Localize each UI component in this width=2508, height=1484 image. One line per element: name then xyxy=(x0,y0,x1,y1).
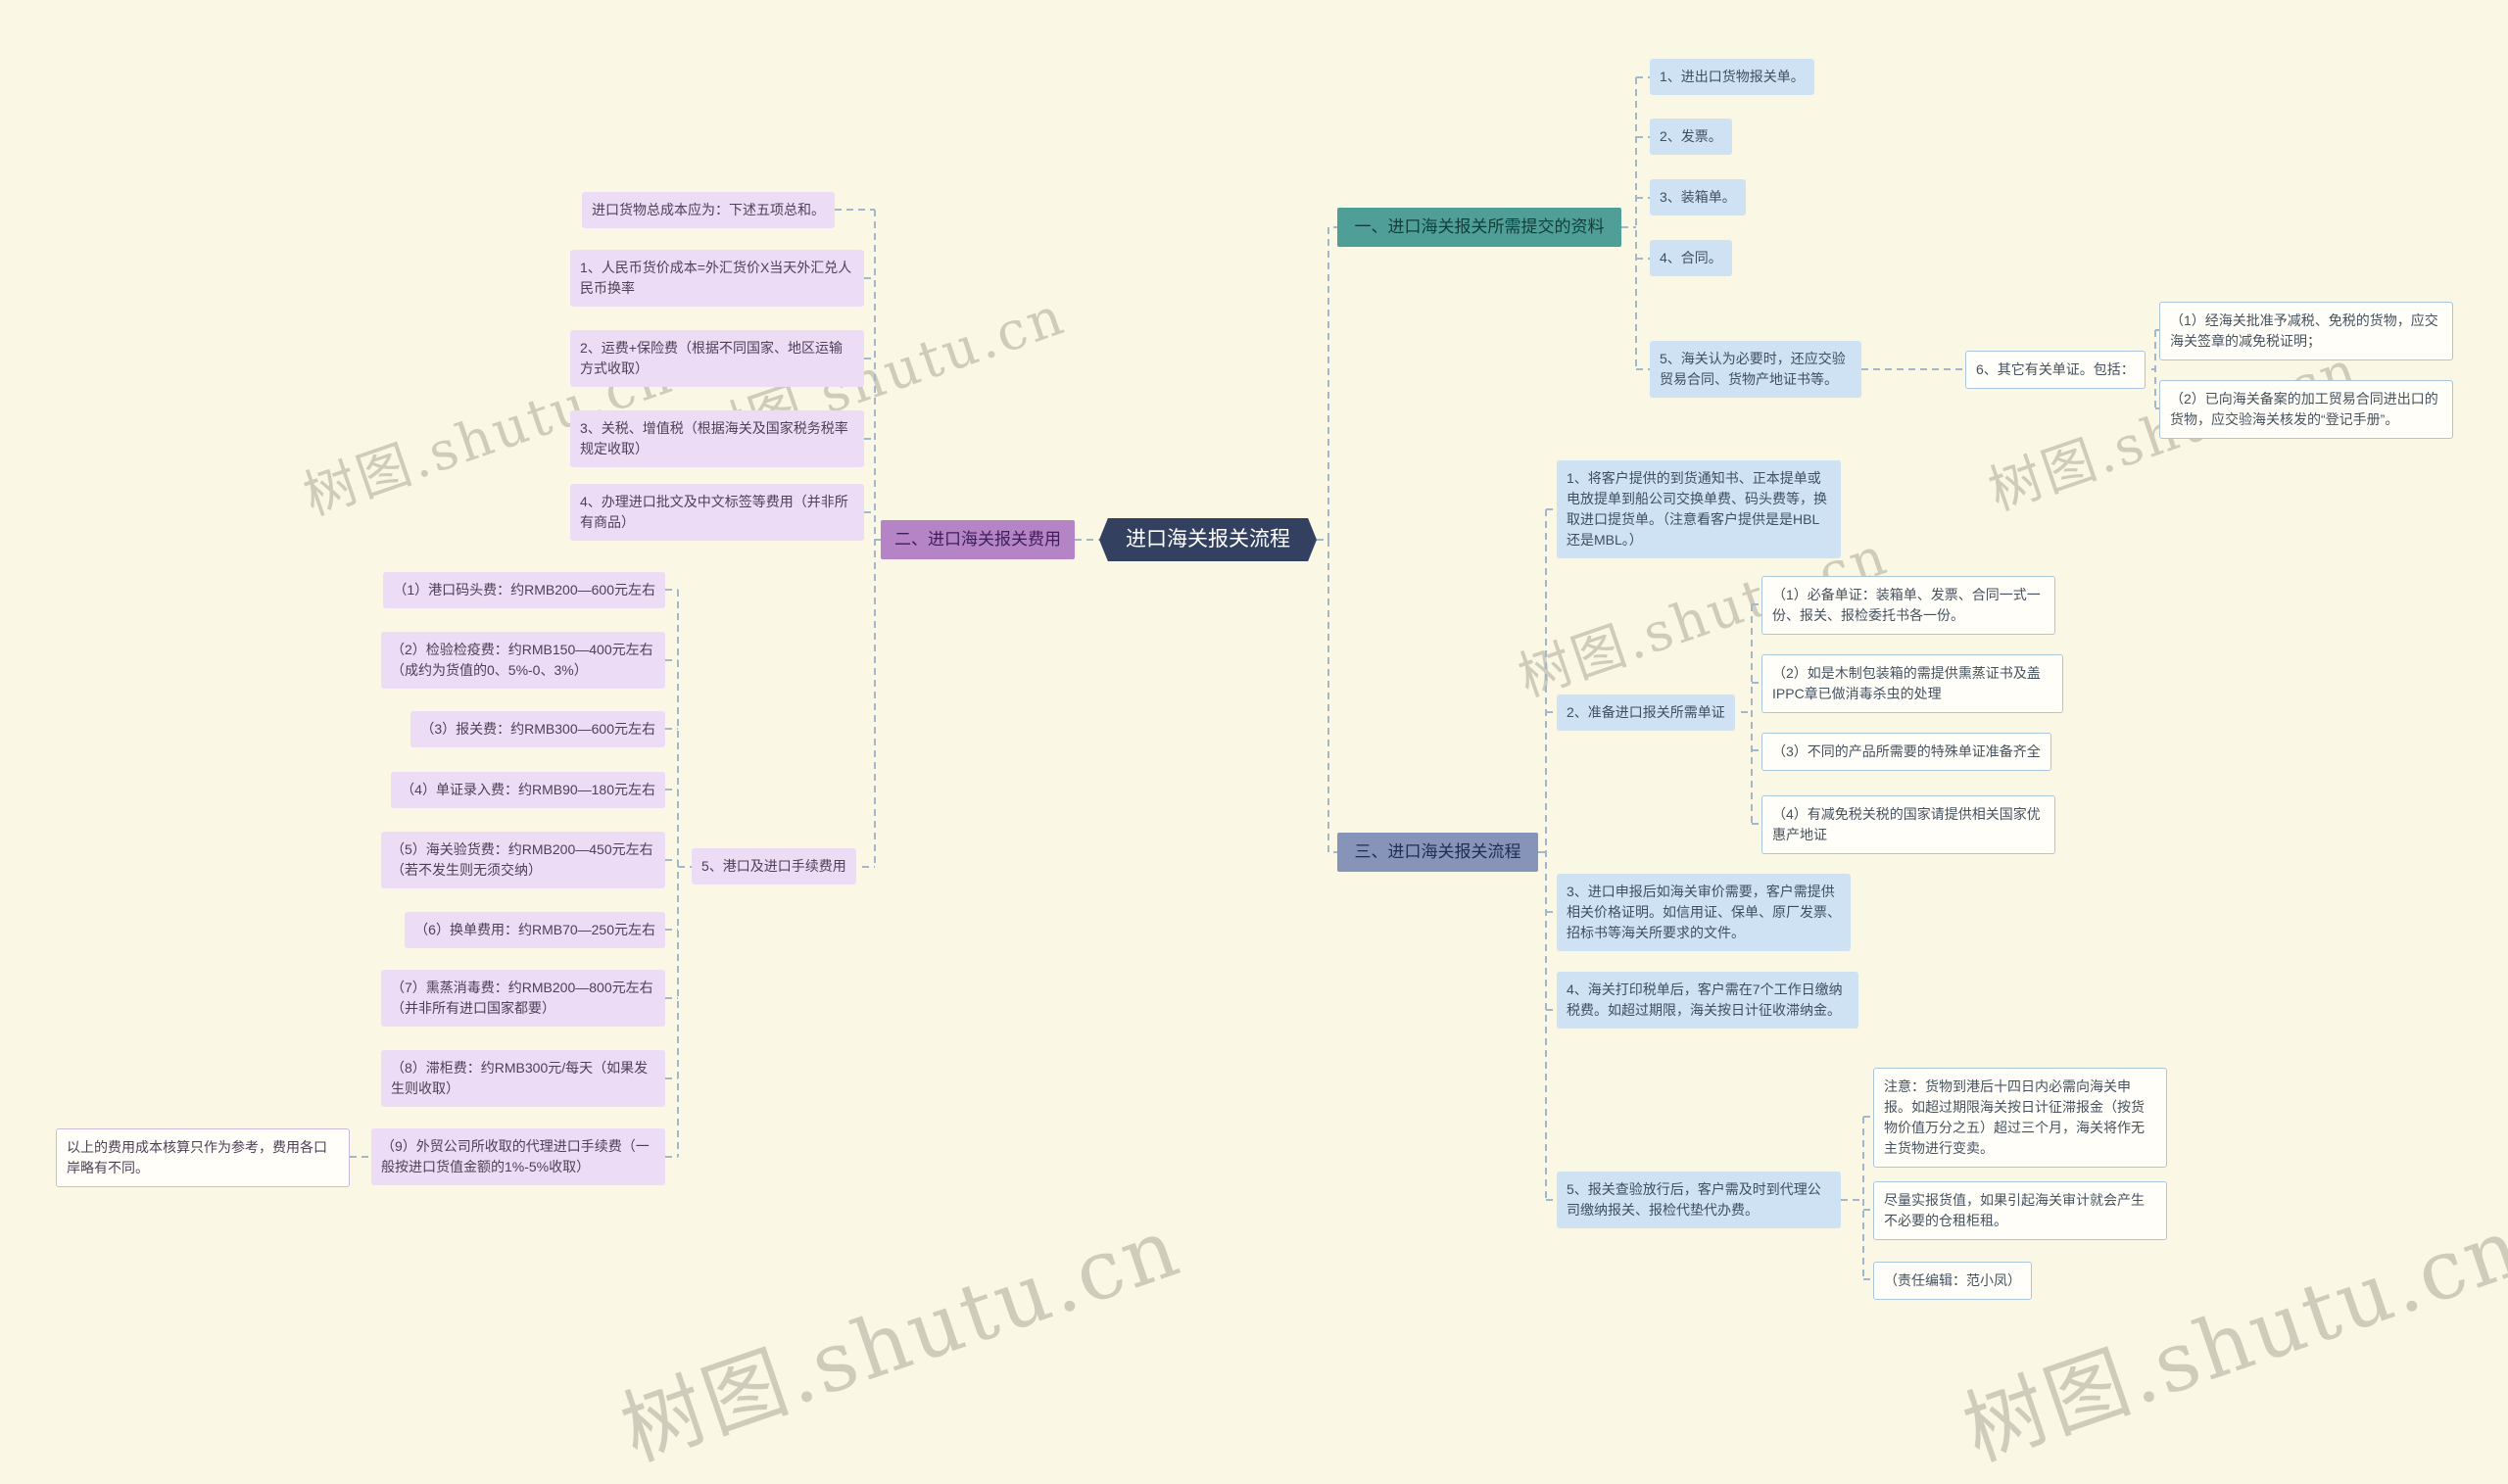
cost-item[interactable]: 4、办理进口批文及中文标签等费用（并非所有商品） xyxy=(570,484,864,541)
port-fee-item[interactable]: （9）外贸公司所收取的代理进口手续费（一般按进口货值金额的1%-5%收取） xyxy=(371,1128,665,1185)
cost-item[interactable]: 2、运费+保险费（根据不同国家、地区运输方式收取） xyxy=(570,330,864,387)
doc-item[interactable]: 2、发票。 xyxy=(1650,119,1732,155)
doc-item[interactable]: 5、海关认为必要时，还应交验贸易合同、货物产地证书等。 xyxy=(1650,341,1861,398)
process-step[interactable]: 5、报关查验放行后，客户需及时到代理公司缴纳报关、报检代垫代办费。 xyxy=(1557,1172,1841,1228)
port-fee-node[interactable]: 5、港口及进口手续费用 xyxy=(692,848,856,885)
port-fee-item[interactable]: （1）港口码头费：约RMB200—600元左右 xyxy=(383,572,665,608)
branch-process[interactable]: 三、进口海关报关流程 xyxy=(1337,833,1538,872)
central-topic[interactable]: 进口海关报关流程 xyxy=(1099,518,1317,561)
other-docs-sub-item[interactable]: （2）已向海关备案的加工贸易合同进出口的货物，应交验海关核发的“登记手册”。 xyxy=(2159,380,2453,439)
doc-item[interactable]: 1、进出口货物报关单。 xyxy=(1650,59,1814,95)
port-fee-item[interactable]: （7）熏蒸消毒费：约RMB200—800元左右（并非所有进口国家都要） xyxy=(381,970,665,1027)
doc-item[interactable]: 3、装箱单。 xyxy=(1650,179,1746,215)
branch-materials[interactable]: 一、进口海关报关所需提交的资料 xyxy=(1337,208,1621,247)
editor-credit[interactable]: （责任编辑：范小凤） xyxy=(1873,1262,2032,1300)
doc-item[interactable]: 4、合同。 xyxy=(1650,240,1732,276)
fees-footnote[interactable]: 以上的费用成本核算只作为参考，费用各口岸略有不同。 xyxy=(56,1128,350,1187)
other-docs-sub-item[interactable]: （1）经海关批准予减税、免税的货物，应交海关签章的减免税证明； xyxy=(2159,302,2453,360)
connector-lines xyxy=(350,76,2159,1280)
branch-fees[interactable]: 二、进口海关报关费用 xyxy=(881,520,1075,559)
port-fee-item[interactable]: （3）报关费：约RMB300—600元左右 xyxy=(410,711,665,747)
step2-sub-item[interactable]: （3）不同的产品所需要的特殊单证准备齐全 xyxy=(1761,733,2051,771)
step2-sub-item[interactable]: （1）必备单证：装箱单、发票、合同一式一份、报关、报检委托书各一份。 xyxy=(1761,576,2055,635)
port-fee-item[interactable]: （8）滞柜费：约RMB300元/每天（如果发生则收取） xyxy=(381,1050,665,1107)
other-docs-node[interactable]: 6、其它有关单证。包括： xyxy=(1965,351,2146,389)
step5-note-item[interactable]: 注意：货物到港后十四日内必需向海关申报。如超过期限海关按日计征滞报金（按货物价值… xyxy=(1873,1068,2167,1168)
port-fee-item[interactable]: （2）检验检疫费：约RMB150—400元左右（成约为货值的0、5%-0、3%） xyxy=(381,632,665,689)
process-step[interactable]: 4、海关打印税单后，客户需在7个工作日缴纳税费。如超过期限，海关按日计征收滞纳金… xyxy=(1557,972,1858,1029)
step2-sub-item[interactable]: （2）如是木制包装箱的需提供熏蒸证书及盖IPPC章已做消毒杀虫的处理 xyxy=(1761,654,2063,713)
cost-item[interactable]: 1、人民币货价成本=外汇货价X当天外汇兑人民币换率 xyxy=(570,250,864,307)
process-step[interactable]: 2、准备进口报关所需单证 xyxy=(1557,694,1735,731)
port-fee-item[interactable]: （6）换单费用：约RMB70—250元左右 xyxy=(405,912,665,948)
cost-summary-note[interactable]: 进口货物总成本应为：下述五项总和。 xyxy=(582,192,835,228)
step5-note-item[interactable]: 尽量实报货值，如果引起海关审计就会产生不必要的仓租柜租。 xyxy=(1873,1181,2167,1240)
port-fee-item[interactable]: （4）单证录入费：约RMB90—180元左右 xyxy=(391,772,665,808)
cost-item[interactable]: 3、关税、增值税（根据海关及国家税务税率规定收取） xyxy=(570,410,864,467)
step2-sub-item[interactable]: （4）有减免税关税的国家请提供相关国家优惠产地证 xyxy=(1761,795,2055,854)
process-step[interactable]: 3、进口申报后如海关审价需要，客户需提供相关价格证明。如信用证、保单、原厂发票、… xyxy=(1557,874,1851,951)
port-fee-item[interactable]: （5）海关验货费：约RMB200—450元左右（若不发生则无须交纳） xyxy=(381,832,665,888)
process-step[interactable]: 1、将客户提供的到货通知书、正本提单或电放提单到船公司交换单费、码头费等，换取进… xyxy=(1557,460,1841,558)
